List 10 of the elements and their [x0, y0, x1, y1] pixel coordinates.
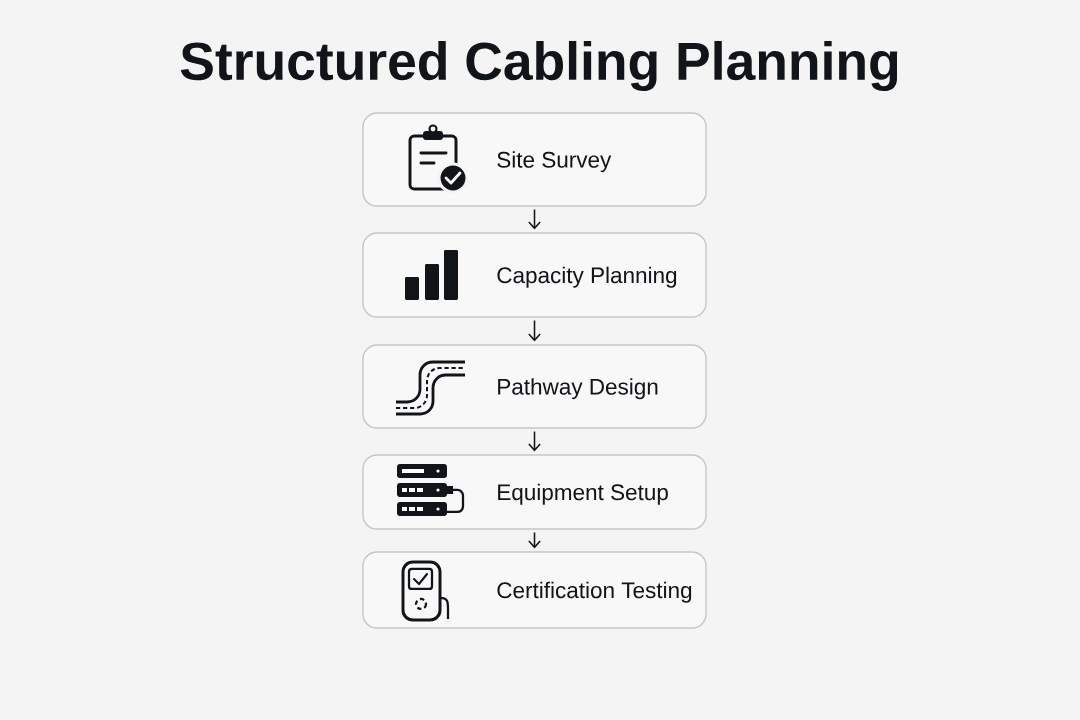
- process-box: Equipment Setup: [362, 454, 707, 530]
- arrow: [528, 208, 541, 230]
- process-box: Site Survey: [362, 112, 707, 207]
- process-box: Certification Testing: [362, 551, 707, 629]
- title: Structured Cabling Planning: [180, 40, 898, 91]
- arrow: [528, 531, 541, 549]
- arrow: [528, 319, 541, 342]
- process-box: Pathway Design: [362, 344, 707, 429]
- arrow: [528, 430, 541, 452]
- process-box: Capacity Planning: [362, 232, 707, 318]
